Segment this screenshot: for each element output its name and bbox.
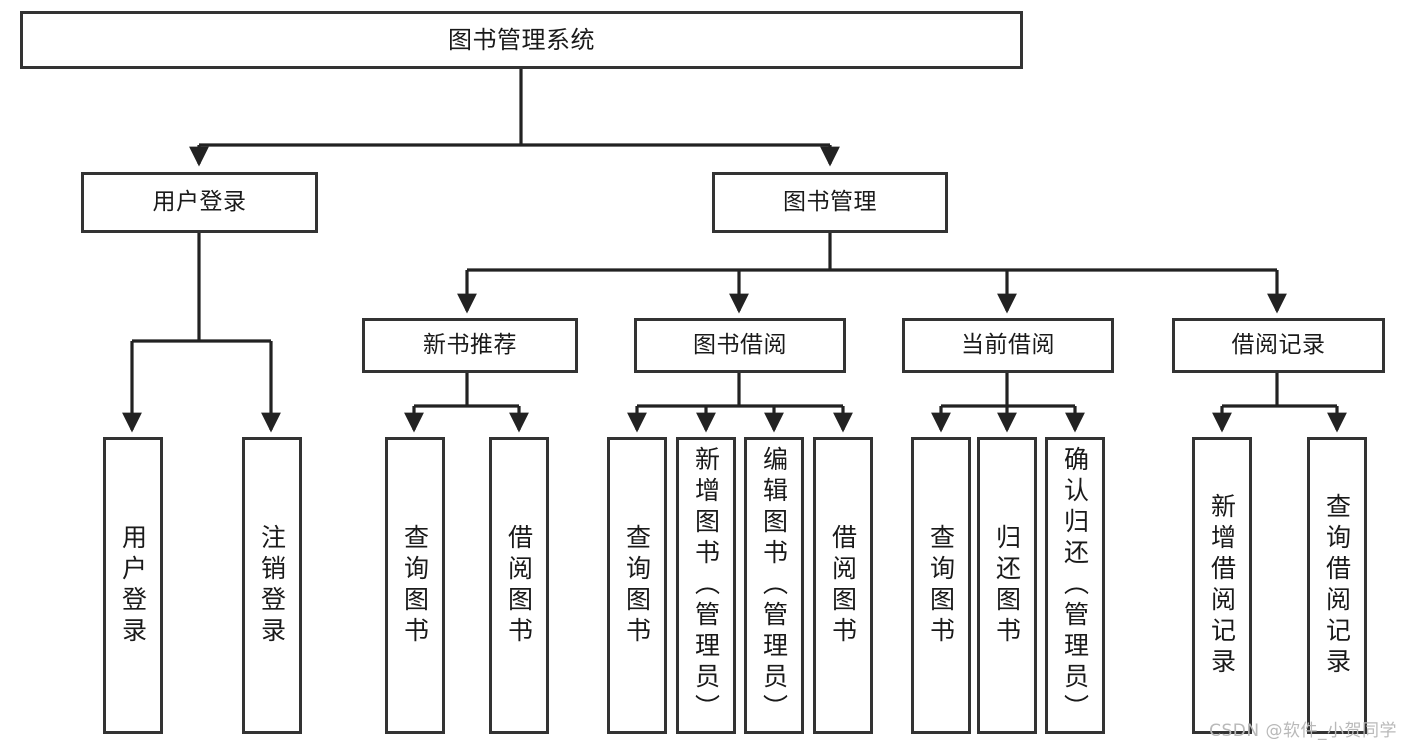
node-label: 新书推荐 [423,331,517,358]
leaf-query-borrow-record[interactable]: 查询借阅记录 [1307,437,1367,734]
node-new-book-recommend[interactable]: 新书推荐 [362,318,578,373]
leaf-user-login[interactable]: 用户登录 [103,437,163,734]
node-label: 图书管理系统 [448,25,595,54]
node-label: 图书借阅 [693,331,787,358]
node-label: 编辑图书（管理员） [759,446,789,725]
node-label: 新增图书（管理员） [691,446,721,725]
leaf-confirm-return-admin[interactable]: 确认归还（管理员） [1045,437,1105,734]
leaf-logout-login[interactable]: 注销登录 [242,437,302,734]
node-label: 图书管理 [783,188,877,215]
node-label: 归还图书 [992,523,1022,648]
leaf-borrow-book-recommend[interactable]: 借阅图书 [489,437,549,734]
node-label: 查询借阅记录 [1322,492,1352,679]
node-label: 借阅图书 [828,523,858,648]
leaf-return-book[interactable]: 归还图书 [977,437,1037,734]
node-label: 查询图书 [622,523,652,648]
leaf-query-book-borrow[interactable]: 查询图书 [607,437,667,734]
node-book-management[interactable]: 图书管理 [712,172,948,233]
node-borrow-record[interactable]: 借阅记录 [1172,318,1385,373]
node-label: 用户登录 [152,188,247,215]
node-root-system[interactable]: 图书管理系统 [20,11,1023,69]
node-label: 查询图书 [400,523,430,648]
leaf-edit-book-admin[interactable]: 编辑图书（管理员） [744,437,804,734]
leaf-add-borrow-record[interactable]: 新增借阅记录 [1192,437,1252,734]
leaf-query-book-recommend[interactable]: 查询图书 [385,437,445,734]
node-label: 查询图书 [926,523,956,648]
leaf-add-book-admin[interactable]: 新增图书（管理员） [676,437,736,734]
node-book-borrow[interactable]: 图书借阅 [634,318,846,373]
leaf-query-book-current[interactable]: 查询图书 [911,437,971,734]
node-label: 借阅记录 [1231,331,1326,358]
node-user-login[interactable]: 用户登录 [81,172,318,233]
node-label: 确认归还（管理员） [1060,446,1090,725]
node-label: 用户登录 [118,523,148,648]
node-label: 新增借阅记录 [1207,492,1237,679]
node-label: 注销登录 [257,523,287,648]
node-current-borrow[interactable]: 当前借阅 [902,318,1114,373]
csdn-watermark: CSDN @软件_小贺同学 [1209,721,1397,741]
node-label: 借阅图书 [504,523,534,648]
leaf-borrow-book[interactable]: 借阅图书 [813,437,873,734]
node-label: 当前借阅 [961,331,1055,358]
